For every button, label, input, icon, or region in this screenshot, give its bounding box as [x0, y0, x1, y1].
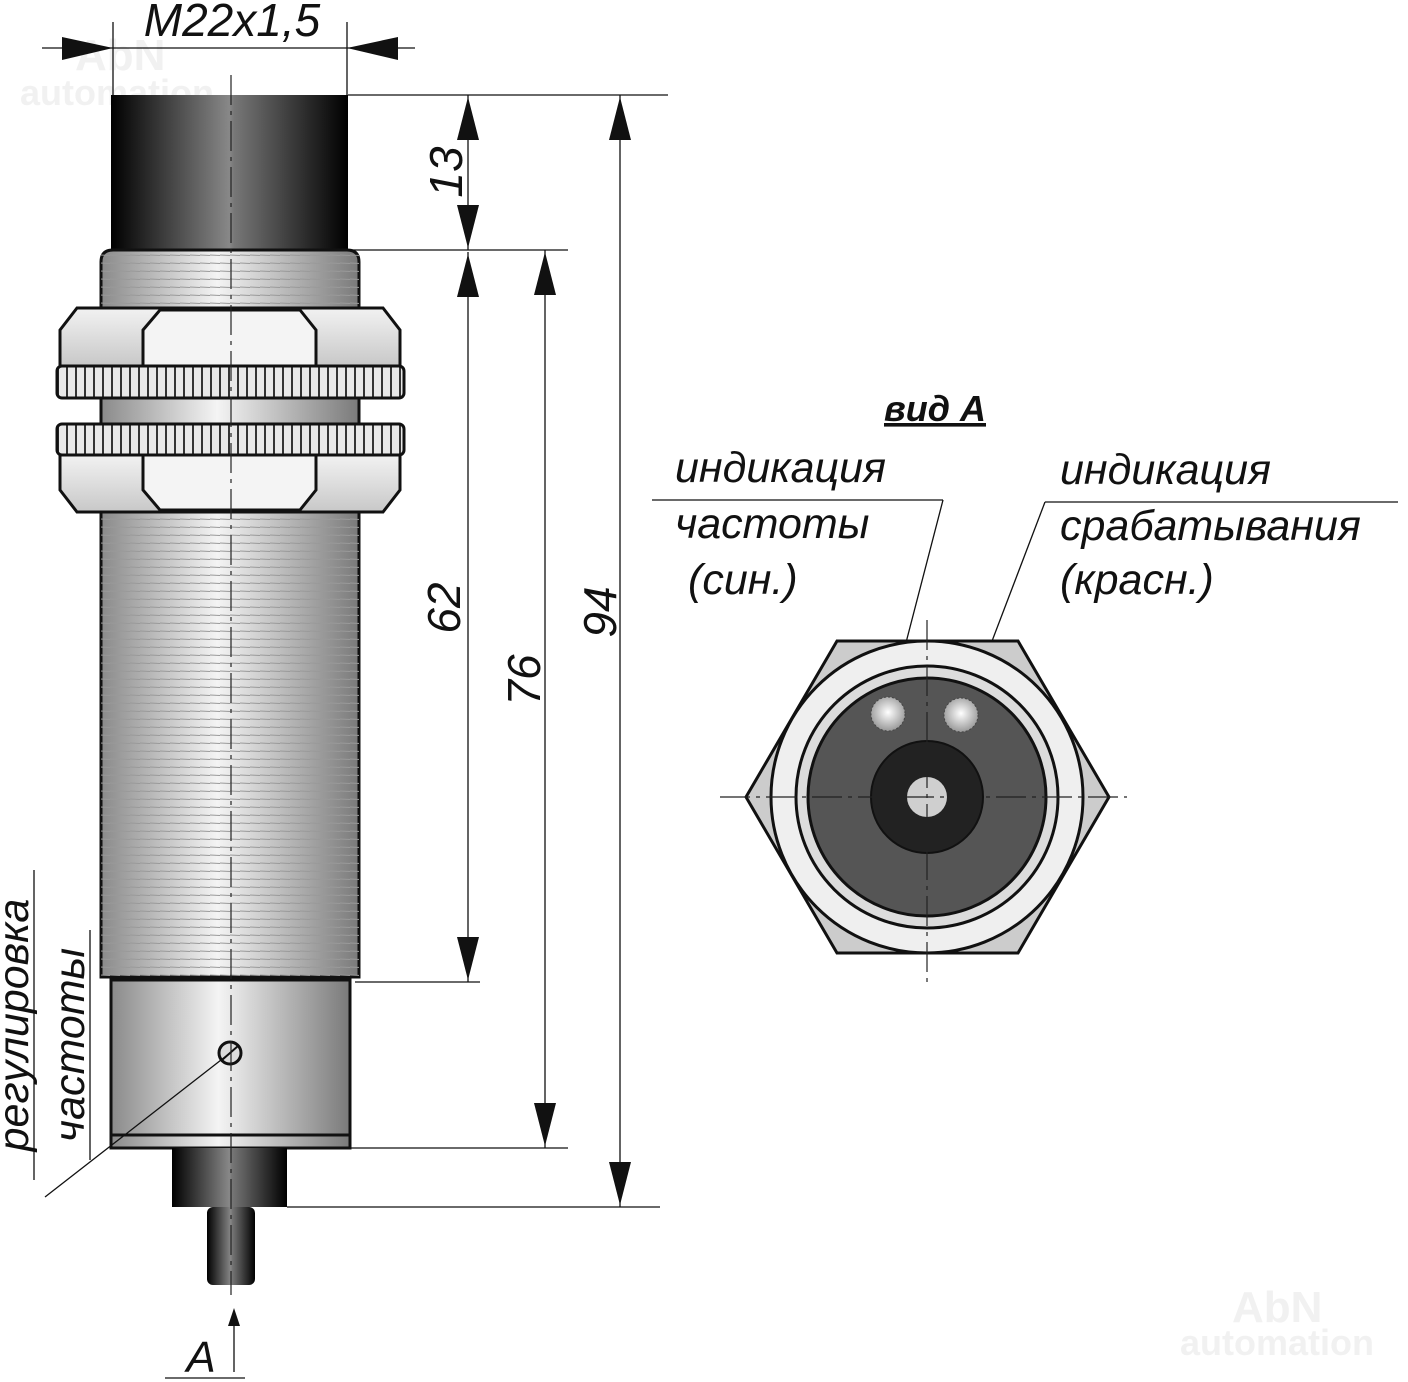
body-length-label: 76: [498, 654, 550, 706]
freq-indicator-line3: (син.): [688, 556, 798, 604]
frequency-adjust-callout: регулировка частоты: [0, 870, 231, 1198]
sensor-front-view: [720, 620, 1127, 982]
cap-length-label: 13: [420, 146, 472, 198]
trigger-indicator-callout: индикация срабатывания (красн.): [964, 446, 1398, 713]
view-a-title: вид А: [884, 388, 986, 429]
thread-lines: [101, 512, 359, 977]
cable-gland: [172, 1148, 287, 1207]
dimension-76: 76: [498, 250, 556, 1148]
sensing-cap: [111, 95, 348, 250]
trig-indicator-line3: (красн.): [1060, 556, 1214, 604]
view-arrow-label: A: [183, 1333, 215, 1382]
dimension-94: 94: [574, 95, 631, 1207]
total-length-label: 94: [574, 586, 626, 637]
thread-length-label: 62: [418, 582, 470, 633]
trig-indicator-line1: индикация: [1060, 446, 1271, 494]
freq-indicator-line1: индикация: [675, 444, 886, 492]
trig-indicator-line2: срабатывания: [1060, 502, 1361, 550]
adjust-label-line2: частоты: [46, 948, 94, 1142]
dimension-13: 13: [420, 95, 479, 250]
watermark-bottom: AbN automation: [1180, 1283, 1374, 1363]
watermark-text: AbN: [1232, 1283, 1322, 1332]
view-arrow-a: A: [165, 1308, 245, 1382]
adjust-label-line1: регулировка: [0, 899, 38, 1154]
dimension-62: 62: [418, 252, 479, 982]
thread-gap: [99, 396, 361, 426]
thread-lines: [101, 250, 359, 308]
watermark-text: AbN: [75, 31, 165, 80]
led-frequency-blue: [870, 696, 906, 732]
nut-lower: [58, 453, 402, 514]
watermark-top: AbN automation: [20, 31, 214, 113]
thread-dimension-label: M22x1,5: [144, 0, 321, 46]
frequency-indicator-callout: индикация частоты (син.): [652, 444, 944, 713]
dimension-thread: M22x1,5: [42, 0, 415, 95]
sensor-side-view: [55, 75, 406, 1295]
nut-upper: [58, 306, 402, 368]
extension-lines: [287, 94, 668, 1208]
freq-indicator-line2: частоты: [675, 500, 869, 548]
led-trigger-red: [943, 697, 979, 733]
watermark-text: automation: [1180, 1322, 1374, 1363]
